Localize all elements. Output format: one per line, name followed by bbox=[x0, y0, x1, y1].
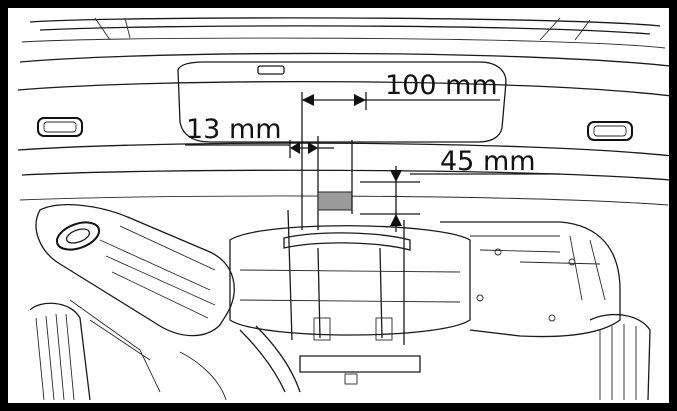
arrow-left-icon bbox=[302, 94, 314, 106]
dimension-100mm: 100 mm bbox=[301, 70, 500, 230]
dimension-label-13: 13 mm bbox=[186, 114, 282, 145]
dimension-45mm: 45 mm bbox=[317, 140, 560, 232]
dimension-13mm: 13 mm bbox=[185, 114, 334, 230]
arrow-right-icon bbox=[354, 94, 366, 106]
arrow-up-icon bbox=[390, 214, 402, 226]
arrow-down-icon bbox=[390, 170, 402, 182]
car-rear-underbody bbox=[17, 17, 673, 401]
dimension-label-100: 100 mm bbox=[385, 70, 498, 101]
tow-hook-mount bbox=[317, 191, 353, 211]
dimension-label-45: 45 mm bbox=[440, 146, 536, 177]
